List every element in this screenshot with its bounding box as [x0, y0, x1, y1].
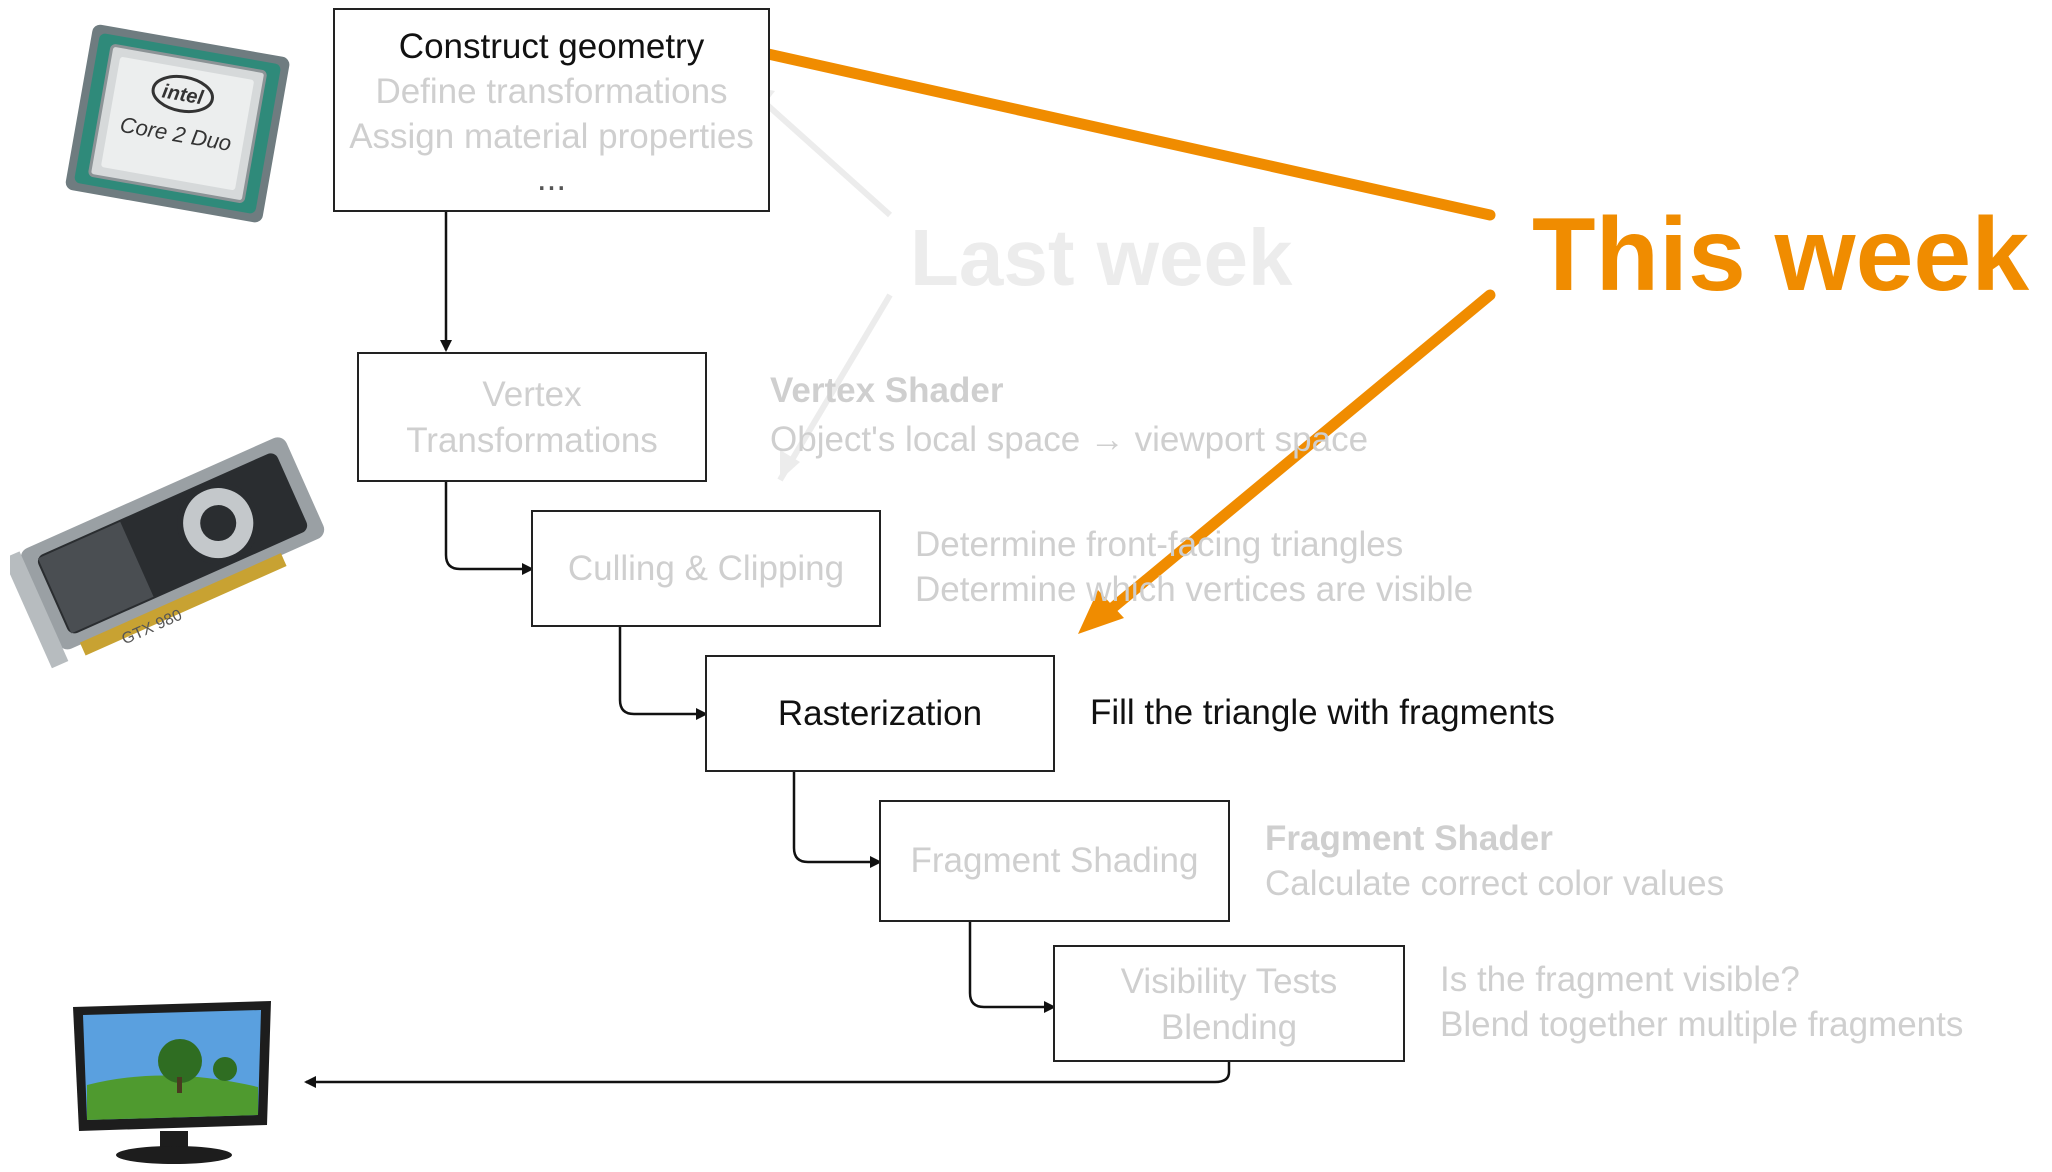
connector-3 — [618, 627, 708, 720]
stage-rasterization: Rasterization — [705, 655, 1055, 772]
description-fragment-shader: Fragment Shader Calculate correct color … — [1265, 816, 1724, 906]
stage-vertex-transformations-line: Vertex — [482, 375, 582, 414]
description-vertex-shader: Vertex Shader Object's local space → vie… — [770, 368, 1368, 462]
pipeline-connectors — [304, 212, 1231, 1088]
stage-fragment-shading-line: Fragment Shading — [910, 841, 1199, 880]
description-visibility-line: Is the fragment visible? — [1440, 960, 1800, 999]
stage-visibility-blending: Visibility Tests Blending — [1053, 945, 1405, 1062]
stage-construct-geometry-line: Define transformations — [375, 72, 728, 111]
description-culling-line: Determine front-facing triangles — [915, 525, 1404, 564]
stage-construct-geometry-ellipsis: ... — [536, 159, 567, 198]
stage-rasterization-line: Rasterization — [777, 694, 983, 733]
cpu-chip-icon: intel Core 2 Duo — [55, 22, 305, 237]
connector-4 — [792, 772, 882, 868]
stage-fragment-shading: Fragment Shading — [879, 800, 1230, 922]
stage-vertex-transformations: Vertex Transformations — [357, 352, 707, 482]
description-fragment-title: Fragment Shader — [1265, 819, 1553, 858]
description-vertex-text: Object's local space → viewport space — [770, 420, 1369, 459]
stage-vertex-transformations-line: Transformations — [406, 421, 658, 460]
description-visibility: Is the fragment visible? Blend together … — [1440, 957, 1963, 1047]
connector-5 — [968, 922, 1056, 1013]
stage-visibility-blending-line: Visibility Tests — [1120, 962, 1338, 1001]
this-week-arrow-up — [744, 44, 1496, 221]
gpu-card-icon: GTX 980 — [3, 420, 335, 685]
description-rasterization-text: Fill the triangle with fragments — [1090, 693, 1555, 732]
last-week-label: Last week — [910, 213, 1293, 302]
description-visibility-line: Blend together multiple fragments — [1440, 1005, 1964, 1044]
this-week-arrow-down — [1104, 289, 1496, 616]
description-rasterization: Fill the triangle with fragments — [1090, 690, 1555, 735]
stage-construct-geometry: Construct geometry Define transformation… — [333, 8, 770, 212]
description-culling-line: Determine which vertices are visible — [915, 570, 1474, 609]
stage-visibility-blending-line: Blending — [1160, 1008, 1298, 1047]
description-vertex-title: Vertex Shader — [770, 371, 1004, 410]
last-week-arrow-down — [777, 293, 893, 482]
stage-construct-geometry-title: Construct geometry — [398, 27, 705, 66]
connector-output — [304, 1062, 1231, 1088]
connector-2 — [444, 482, 534, 575]
monitor-icon — [65, 995, 280, 1172]
stage-culling-clipping: Culling & Clipping — [531, 510, 881, 627]
stage-construct-geometry-line: Assign material properties — [349, 117, 754, 156]
stage-culling-clipping-line: Culling & Clipping — [567, 549, 845, 588]
description-culling: Determine front-facing triangles Determi… — [915, 522, 1473, 612]
this-week-label: This week — [1532, 197, 2030, 313]
description-fragment-text: Calculate correct color values — [1265, 864, 1725, 903]
